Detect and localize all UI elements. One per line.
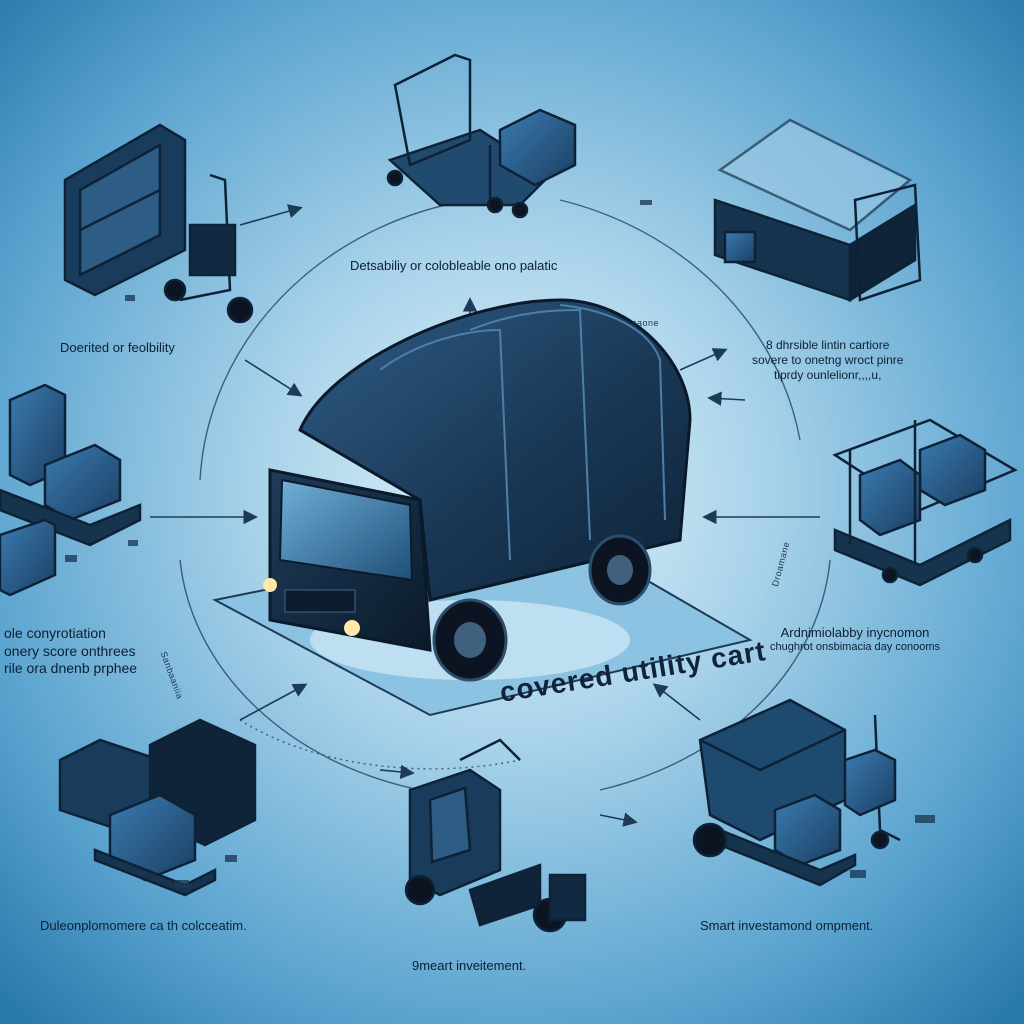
label-upper-right-line-2: sovere to onetng wroct pinre [752, 353, 904, 367]
label-mid-right-line-1: Ardnimiolabby inycnomon [780, 625, 930, 640]
decorative-marks [65, 200, 935, 888]
label-mid-left-line-3: rile ora dnenb prphee [4, 660, 138, 676]
box-cart-and-dolly-illustration [692, 698, 901, 887]
label-mid-left-line-2: onery score onthrees [4, 642, 136, 659]
connector-arrows [150, 204, 820, 827]
label-bottom-right: Smart investamond ompment. [700, 918, 874, 933]
boxes-on-pallet-illustration [0, 383, 142, 597]
label-upper-right: 8 dhrsible lintin cartiore sovere to one… [752, 338, 903, 383]
label-tiny-top-right: caone [632, 318, 660, 328]
label-mid-right: Ardnimiolabby inycnomon chughrot onsbima… [770, 625, 940, 655]
label-bottom-center: 9meart inveitement. [412, 958, 527, 973]
wire-basket-cart-illustration [713, 118, 922, 303]
label-mid-left-line-1: ole conyrotiation [4, 625, 106, 641]
label-top-center: Detsabiliy or colobleable ono palatic [350, 258, 558, 273]
shelf-and-handtruck-illustration [63, 123, 254, 324]
connector-arcs [179, 199, 831, 791]
covered-utility-cart-illustration [263, 298, 692, 682]
label-bottom-left: Duleonplomomere ca th colcceatim. [40, 918, 247, 933]
label-upper-left: Doerited or feolbility [60, 340, 175, 355]
label-mid-left: ole conyrotiation onery score onthrees r… [4, 625, 137, 678]
platform-cart-illustration [386, 53, 577, 219]
caged-cart-illustration [832, 418, 1018, 587]
label-upper-right-line-1: 8 dhrsible lintin cartiore [766, 338, 890, 352]
label-upper-right-line-3: tiprdy ounlelionr,,,,u, [774, 368, 882, 382]
label-mid-right-line-2: chughrot onsbimacia day conooms [770, 641, 940, 654]
storage-bins-illustration [58, 718, 257, 897]
electric-tractor-illustration [404, 738, 587, 933]
